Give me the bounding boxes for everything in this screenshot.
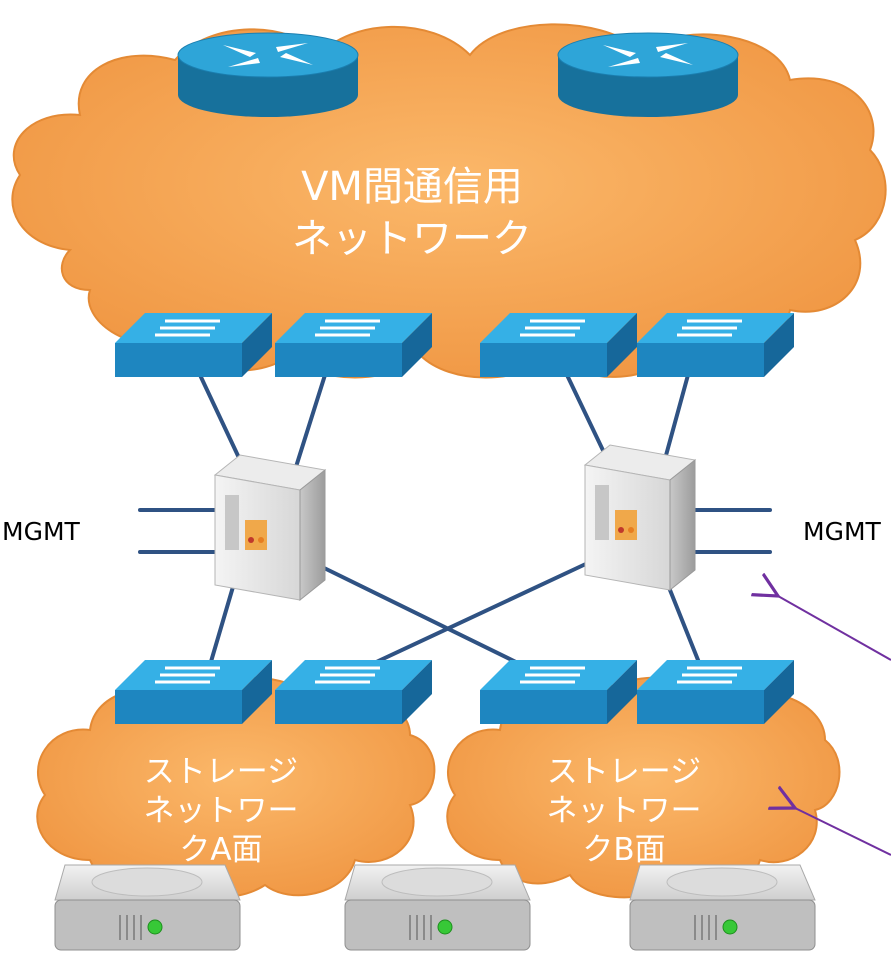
- storage-disk-icon: [54, 864, 241, 951]
- server-icon: [583, 444, 697, 592]
- link-line: [316, 563, 524, 667]
- storage-disk-icon: [629, 864, 816, 951]
- core-network-label-line2: ネットワーク: [292, 216, 532, 262]
- link-line: [660, 373, 690, 472]
- mgmt-label-left: MGMT: [2, 517, 81, 546]
- switch-icon: [115, 660, 272, 724]
- network-links: [138, 373, 772, 667]
- switch-icon: [275, 313, 432, 377]
- router-icon: [177, 32, 359, 117]
- storage-network-a-cloud: ストレージ ネットワー クA面: [36, 676, 436, 899]
- switch-icon: [275, 660, 432, 724]
- switch-icon: [637, 660, 794, 724]
- annotation-arrow: [778, 596, 891, 661]
- core-network-label-line1: VM間通信用: [301, 164, 523, 210]
- link-line: [198, 373, 242, 462]
- switch-icon: [115, 313, 272, 377]
- link-line: [666, 583, 702, 667]
- link-line: [293, 373, 327, 472]
- storage-disk-icon: [344, 864, 531, 951]
- link-line: [368, 560, 592, 667]
- mgmt-label-right: MGMT: [803, 517, 882, 546]
- server-icon: [213, 454, 327, 602]
- storage-b-label-line3: クB面: [582, 832, 665, 868]
- switch-icon: [637, 313, 794, 377]
- switch-icon: [480, 313, 637, 377]
- router-icon: [557, 32, 739, 117]
- link-line: [565, 373, 612, 467]
- storage-b-label-line1: ストレージ: [547, 754, 701, 790]
- storage-b-label-line2: ネットワー: [547, 793, 702, 829]
- storage-a-label-line3: クA面: [179, 832, 262, 868]
- storage-a-label-line2: ネットワー: [144, 793, 299, 829]
- storage-a-label-line1: ストレージ: [144, 754, 298, 790]
- link-line: [208, 578, 237, 667]
- annotation-arrow: [795, 808, 891, 856]
- switch-icon: [480, 660, 637, 724]
